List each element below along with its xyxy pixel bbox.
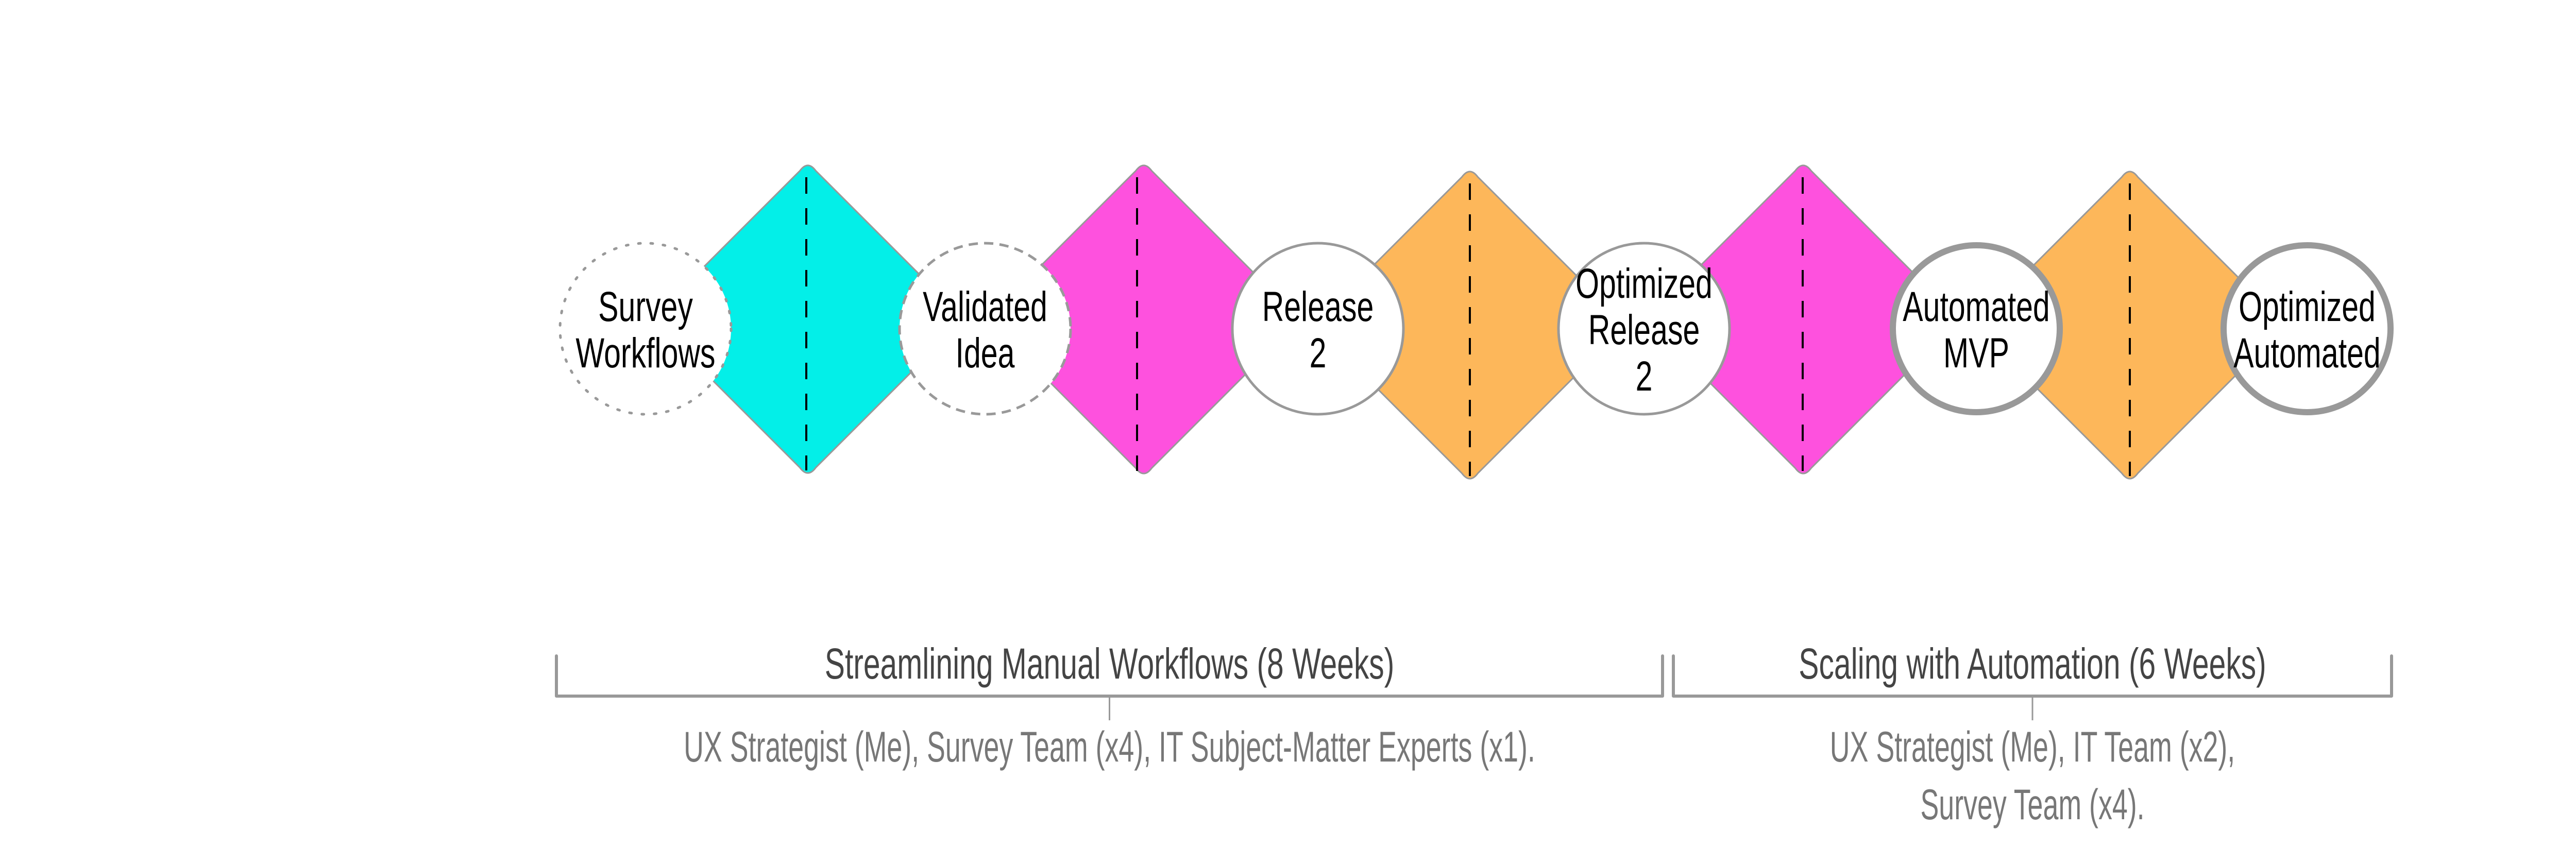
milestone-circle (558, 242, 733, 416)
phase-scaling: Scaling with Automation (6 Weeks) UX Stra… (1672, 640, 2393, 829)
milestone-label-line: MVP (1943, 330, 2009, 377)
milestone-label-line: Automated (1903, 283, 2050, 331)
milestone-circle (1890, 242, 2063, 415)
milestones-layer: SurveyWorkflowsValidatedIdeaRelease2Opti… (558, 242, 2394, 416)
milestone-label-line: Workflows (575, 330, 715, 377)
milestone-label-line: 2 (1636, 353, 1653, 400)
milestone-label-line: Optimized (2239, 283, 2376, 331)
milestone-circle (1557, 242, 1731, 416)
milestone-circle (2221, 242, 2394, 415)
milestone-label-line: Release (1262, 283, 1374, 331)
phase-streamlining: Streamlining Manual Workflows (8 Weeks) U… (555, 640, 1664, 771)
milestone-label-line: Idea (956, 330, 1015, 377)
milestone-label-line: Survey (598, 283, 693, 331)
phases-layer: Streamlining Manual Workflows (8 Weeks) U… (555, 640, 2393, 829)
milestone-label-line: Optimized (1575, 260, 1713, 308)
milestone-label-line: Validated (923, 283, 1047, 331)
phase-team-line: Survey Team (x4). (1920, 780, 2144, 829)
phase-title: Scaling with Automation (6 Weeks) (1799, 640, 2266, 688)
milestone-circle (898, 242, 1072, 416)
phase-team-line: UX Strategist (Me), IT Team (x2), (1830, 722, 2235, 771)
phase-team-line: UX Strategist (Me), Survey Team (x4), IT… (684, 722, 1535, 771)
milestone-label-line: Automated (2233, 330, 2381, 377)
milestone-label-line: 2 (1310, 330, 1327, 377)
phase-title: Streamlining Manual Workflows (8 Weeks) (825, 640, 1395, 688)
stages-layer (653, 164, 2284, 480)
milestone-label-line: Release (1588, 307, 1700, 354)
milestone-circle (1231, 242, 1405, 416)
